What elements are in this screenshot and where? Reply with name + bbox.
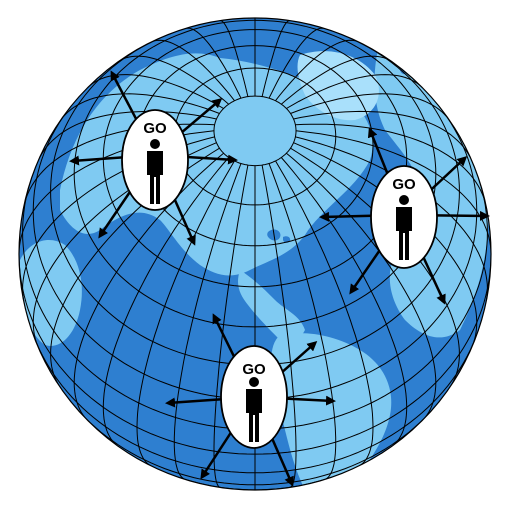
go-label: GO bbox=[242, 361, 266, 378]
landmass-west bbox=[20, 240, 82, 346]
go-label: GO bbox=[392, 176, 416, 193]
go-label: GO bbox=[143, 120, 167, 137]
lake bbox=[372, 29, 383, 39]
